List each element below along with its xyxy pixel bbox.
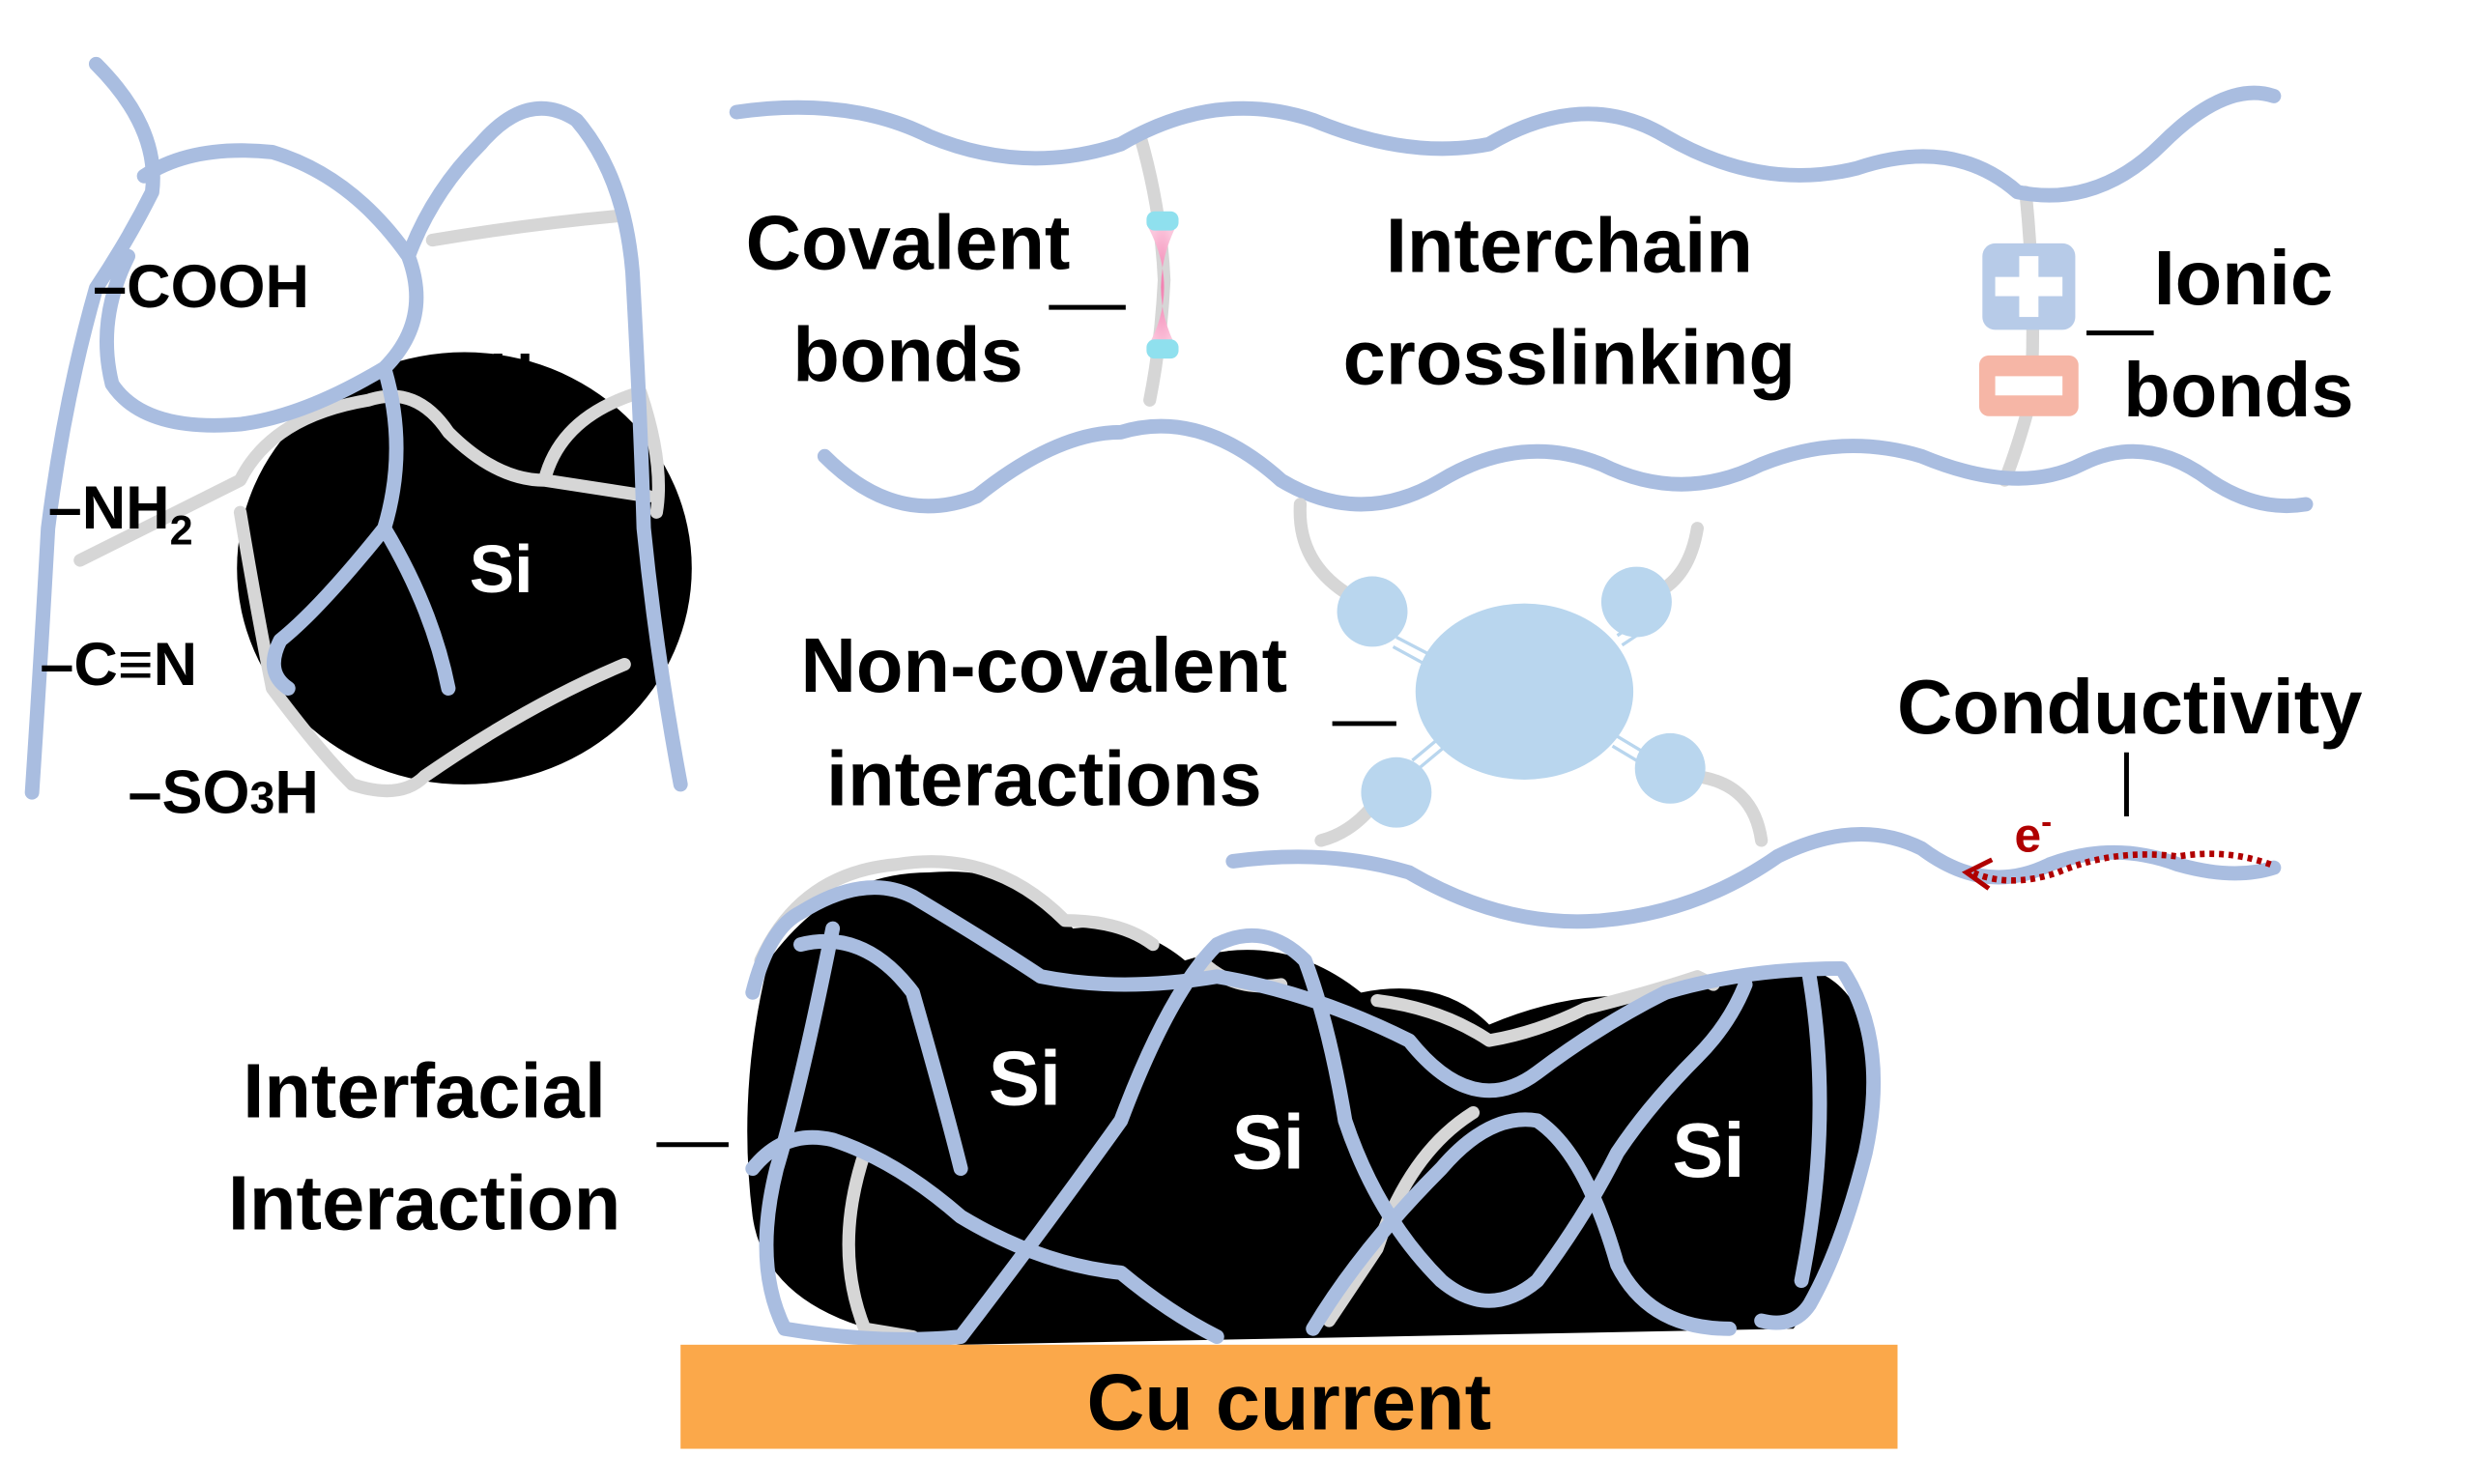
node-bottom-left (1361, 756, 1432, 828)
group-nh2: –NH2 (48, 474, 193, 555)
noncovalent-label-line2: interactions (826, 735, 1262, 821)
electrode-polymer-chains (745, 880, 1882, 1347)
group-so3h: –SO3H (129, 759, 319, 827)
si-label-2: Si (1232, 1099, 1305, 1185)
interfacial-label-line2: Interaction (228, 1160, 620, 1246)
group-cooh: –COOH (93, 253, 309, 321)
electrode-group: Si Si Si Interfacial Interaction Cu curr… (228, 855, 1898, 1449)
crosslink-chains (1134, 129, 2040, 487)
electron-label: e- (2014, 805, 2052, 863)
covalent-label-line2: bonds (792, 311, 1023, 397)
si-particles-cluster (747, 871, 1875, 1345)
ionic-label-line1: Ionic (2154, 235, 2334, 321)
cu-current-collector (680, 1344, 1898, 1449)
group-oh: –OH (409, 341, 533, 409)
si-label-1: Si (989, 1035, 1061, 1121)
ionic-label-line2: bonds (2123, 347, 2354, 433)
ionic-positive-icon (1982, 243, 2076, 330)
si-particle (237, 352, 692, 785)
node-top-right (1600, 566, 1672, 638)
bottom-polymer-chain (1225, 827, 2282, 929)
electron-arrow-icon (1961, 857, 1994, 891)
node-bottom-right (1634, 732, 1706, 804)
noncovalent-label-line1: Non-covalent (801, 622, 1288, 708)
central-node (1415, 603, 1634, 780)
conductivity-label: Conductivity (1897, 664, 2363, 750)
node-top-left (1337, 576, 1408, 647)
ionic-negative-icon (1979, 355, 2079, 416)
polymer-chains (24, 56, 688, 800)
middle-polymer-chain (817, 418, 2314, 514)
si-label-3: Si (1672, 1107, 1744, 1193)
cu-current-label: Cu current (1086, 1357, 1491, 1447)
si-particle-group: Si –COOH –OH –NH2 –C≡N –SO3H (24, 56, 692, 827)
interchain-crosslinking-group: Covalent bonds Interchain crosslinking I… (729, 85, 2354, 514)
interchain-label-line2: crosslinking (1343, 315, 1796, 401)
si-label: Si (470, 531, 533, 607)
covalent-bond-icon (1146, 211, 1179, 359)
noncovalent-group: Non-covalent interactions (801, 498, 1769, 847)
interfacial-label-line1: Interfacial (243, 1048, 606, 1134)
group-cn: –C≡N (40, 631, 197, 699)
electron-path (1971, 850, 2272, 884)
top-polymer-chain (729, 85, 2282, 203)
noncovalent-side-chains (1293, 498, 1769, 847)
covalent-label-line1: Covalent (746, 199, 1071, 285)
side-chains (73, 210, 666, 798)
interchain-label-line1: Interchain (1386, 203, 1753, 289)
conductivity-group: e- Conductivity (1225, 664, 2363, 929)
